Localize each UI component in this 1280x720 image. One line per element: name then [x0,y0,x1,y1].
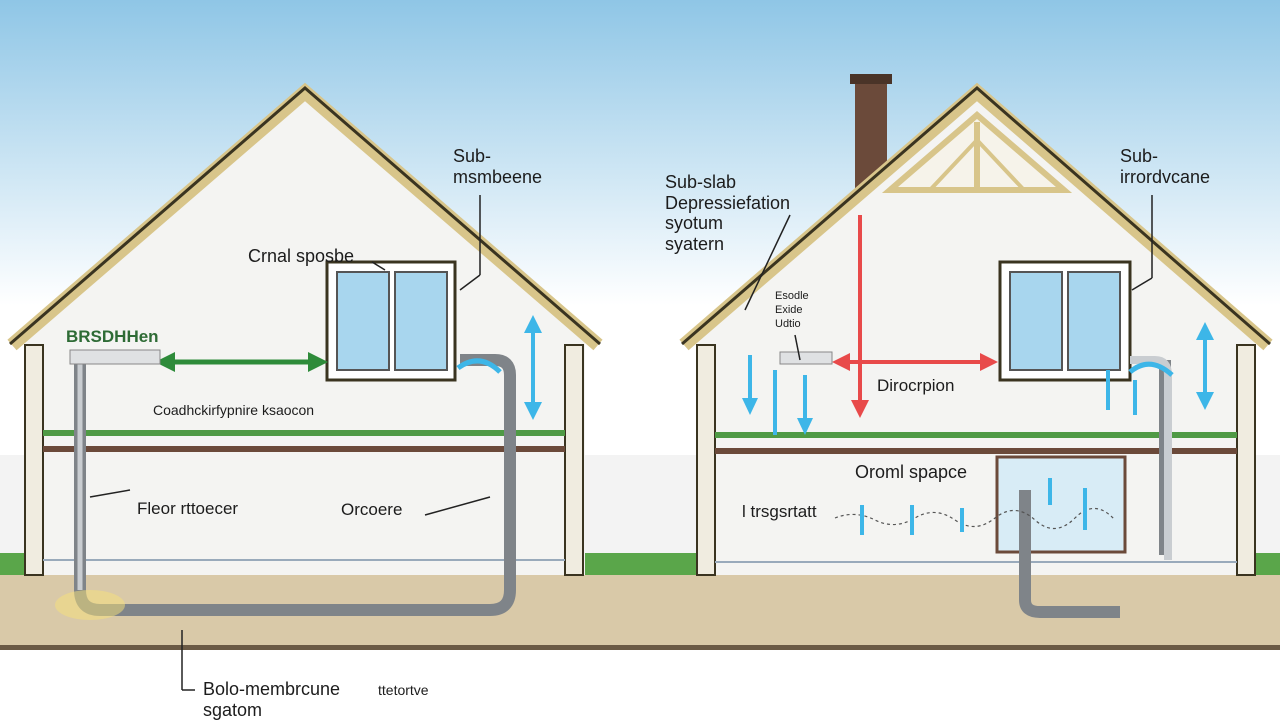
right-house-roof-edge [681,86,1271,346]
right-pipe-fitting [779,351,833,365]
left-crawl-space-label: Crnal sposbe [248,246,355,266]
soil-edge [0,645,1280,650]
right-attic-brace-right [975,138,1026,192]
left-leader-concrete [424,496,491,516]
left-window-glass-2 [394,271,448,371]
right-airflow-3-head [797,418,813,435]
right-floor-green [715,432,1237,438]
right-red-horizontal-head [980,353,998,371]
right-transport-label: l trsgsrtatt [742,502,817,521]
right-red-horizontal-tail [832,353,850,371]
left-green-arrowhead-left [155,352,175,372]
left-floor-label: Fleor rttoecer [137,499,239,518]
bottom-sub-membrane-label: Bolo-membrcune sgatom [203,679,341,720]
left-wall-post-left [24,344,44,576]
left-house-wall [25,100,585,575]
left-leader-floor [89,489,131,498]
bottom-right-label: ttetortve [378,682,429,698]
right-leader-window [1131,277,1153,291]
left-airflow-up-head [524,315,542,333]
right-leader-sub-slab [744,214,791,311]
left-sub-membrane-label: Sub- msmbeene [453,146,543,187]
right-airflow-swirl [1128,361,1174,377]
right-crawl-flow [834,507,1116,530]
right-window-glass-2 [1067,271,1121,371]
left-house [7,82,603,691]
right-attic-brace-left [928,138,979,192]
left-leader-crawl [371,261,386,271]
left-window-glass-1 [336,271,390,371]
right-wall-post-right [1236,344,1256,576]
right-leader-small [794,334,801,361]
right-airflow-1-head [742,398,758,415]
right-direction-label: Dirocrpion [877,376,955,395]
right-house [679,74,1273,618]
right-pipe-upper [1130,356,1172,560]
left-radon-label: BRSDHHen [66,327,159,346]
right-floor-joist [715,448,1237,454]
right-chimney-cap [850,74,892,84]
right-wall-post-left [696,344,716,576]
right-airflow-6-down [1196,392,1214,410]
left-pipe-glow [55,590,125,620]
left-wall-post-right [564,344,584,576]
right-sub-membrane-label: Sub- irrordvcane [1120,146,1211,187]
left-airflow-swirl [456,358,502,374]
left-floor-green [43,430,565,436]
left-leader-window [459,274,481,291]
right-red-vertical-head [851,400,869,418]
right-small-label: Esodle Exide Udtio [775,290,809,330]
left-pipe-elbow [69,349,161,365]
right-crawl-box [995,455,1127,554]
left-concrete-label: Orcoere [341,500,403,519]
right-house-roof [679,82,1273,351]
left-airflow-down-head [524,402,542,420]
left-contact-space-label: Coadhckirfypnire ksaocon [153,402,315,418]
right-crawl-space-label: Oroml spapce [855,462,968,482]
right-airflow-6-up [1196,322,1214,340]
left-floor-joist [43,446,565,452]
right-sub-slab-label: Sub-slab Depressiefation syotum syatern [665,172,791,255]
right-window-glass-1 [1009,271,1063,371]
left-house-roof-edge [9,86,601,346]
left-green-arrowhead-right [308,352,328,372]
bottom-white [0,650,1280,720]
left-house-roof [7,82,603,351]
